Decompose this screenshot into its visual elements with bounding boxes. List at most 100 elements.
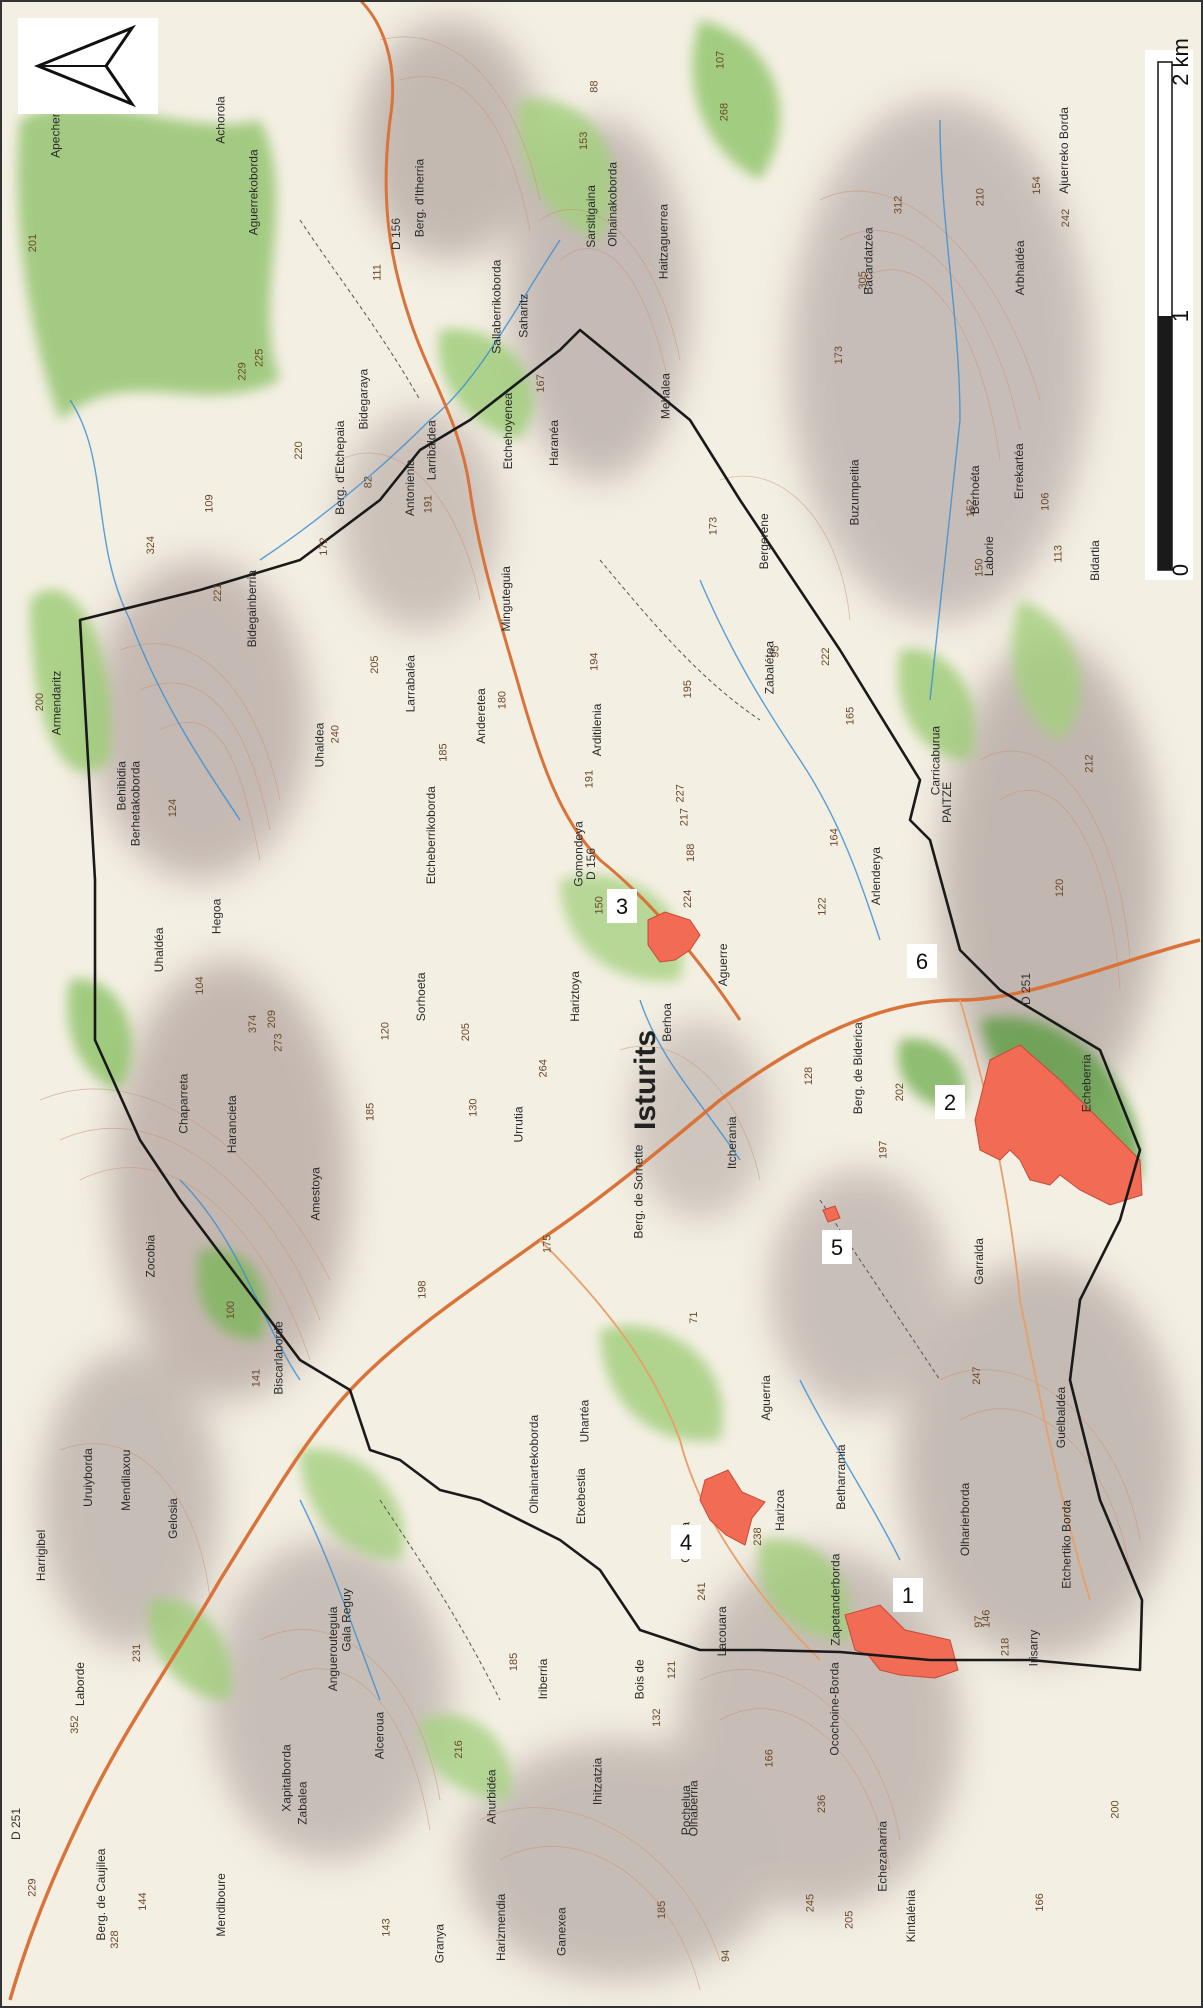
elevation-label: 95 — [770, 646, 782, 658]
elevation-label: 71 — [688, 1311, 700, 1323]
elevation-label: 216 — [453, 1740, 465, 1758]
elevation-label: 352 — [69, 1716, 81, 1734]
place-label: Berhoéta — [968, 465, 982, 514]
place-label: Harancieta — [225, 1095, 239, 1153]
place-label: Iriberria — [536, 1658, 550, 1699]
commune-boundary — [78, 328, 1144, 1672]
elevation-label: 124 — [167, 799, 179, 817]
zone-4-area[interactable] — [699, 1469, 766, 1546]
elevation-label: 130 — [467, 1099, 479, 1117]
svg-text:3: 3 — [616, 894, 628, 919]
place-label: Biscarlaborde — [271, 1321, 285, 1395]
elevation-label: 220 — [293, 441, 305, 459]
place-label: Arbhaldéa — [1013, 240, 1027, 295]
place-label: Mendiboure — [214, 1873, 228, 1937]
place-label: Anguerouteguia — [326, 1606, 340, 1691]
place-label: Chaparreta — [177, 1073, 191, 1133]
road-label: D 251 — [9, 1808, 23, 1840]
elevation-label: 185 — [656, 1901, 668, 1919]
zone-5-area[interactable] — [822, 1205, 841, 1223]
elevation-label: 191 — [584, 770, 596, 788]
elevation-label: 218 — [1000, 1638, 1012, 1656]
place-label: Zocobia — [143, 1234, 157, 1277]
place-label: Urrutia — [512, 1106, 526, 1142]
zone-3-area[interactable] — [647, 911, 701, 963]
forest-areas — [17, 20, 1141, 1800]
place-label: Alceroua — [373, 1712, 387, 1760]
elevation-label: 150 — [974, 559, 986, 577]
place-label: Harizoa — [773, 1489, 787, 1531]
place-label: Berg. de Caujilea — [94, 1848, 108, 1940]
elevation-label: 82 — [362, 476, 374, 488]
place-label: Uruiyborda — [81, 1448, 95, 1507]
road-labels: D 251 D 156 D 251 D 156 — [9, 218, 1033, 1840]
scale-bar-dark-segment — [1158, 316, 1172, 570]
place-label: Laborie — [982, 536, 996, 576]
elevation-label: 227 — [674, 784, 686, 802]
place-label: Mendilaxou — [119, 1450, 133, 1511]
place-label: Buzumpeitia — [847, 459, 861, 525]
elevation-label: 212 — [1084, 754, 1096, 772]
place-label: Pochelua — [679, 1785, 693, 1835]
elevation-label: 247 — [971, 1366, 983, 1384]
streams — [69, 119, 961, 1701]
elevation-label: 245 — [804, 1894, 816, 1912]
elevation-label: 150 — [594, 896, 606, 914]
elevation-label: 225 — [253, 349, 265, 367]
place-label: Errekartéa — [1012, 443, 1026, 499]
place-label: Olhainakoborda — [606, 162, 620, 247]
place-label: Etchertiko Borda — [1059, 1500, 1073, 1589]
track-3 — [819, 1199, 941, 1381]
svg-text:6: 6 — [916, 949, 928, 974]
place-label: Minguteguia — [499, 566, 513, 632]
place-label: Etchehoyenea — [501, 392, 515, 469]
elevation-label: 185 — [438, 743, 450, 761]
place-label: Bois de — [633, 1659, 647, 1699]
zone-2-area[interactable] — [974, 1044, 1143, 1206]
place-label: Haranéa — [547, 420, 561, 466]
svg-text:1: 1 — [902, 1583, 914, 1608]
elevation-label: 222 — [820, 648, 832, 666]
scale-label-0: 0 — [1168, 564, 1193, 576]
place-label: Gala Reguy — [339, 1588, 353, 1651]
place-label: Berhoa — [660, 1003, 674, 1042]
elevation-label: 180 — [497, 691, 509, 709]
place-label: Sarsitigaina — [584, 185, 598, 248]
elevation-label: 324 — [145, 536, 157, 554]
place-label: Achorola — [214, 96, 228, 144]
elevation-label: 165 — [845, 707, 857, 725]
place-label: Bidegainberria — [245, 570, 259, 648]
elevation-label: 164 — [829, 828, 841, 846]
elevation-label: 106 — [1039, 493, 1051, 511]
place-label: Amestoya — [309, 1167, 323, 1221]
elevation-label: 94 — [720, 1950, 732, 1962]
place-label: Granya — [433, 1924, 447, 1964]
zone-label-5: 5 — [822, 1230, 852, 1264]
elevation-label: 111 — [371, 264, 383, 281]
elevation-label: 264 — [537, 1059, 549, 1077]
secondary-road-2 — [539, 1239, 821, 1661]
elevation-label: 132 — [651, 1709, 663, 1727]
elevation-label: 224 — [682, 890, 694, 908]
place-label: Harizmendia — [494, 1893, 508, 1961]
elevation-label: 202 — [894, 1083, 906, 1101]
elevation-label: 209 — [266, 1010, 278, 1028]
place-label: Uhaldea — [312, 722, 326, 767]
place-label: Anderetea — [474, 688, 488, 744]
place-label: Bidartia — [1088, 540, 1102, 581]
elevation-label: 205 — [460, 1023, 472, 1041]
place-label: Antonienia — [403, 459, 417, 516]
place-label: Haitzaguerrea — [657, 204, 671, 280]
elevation-label: 198 — [417, 1280, 429, 1298]
track-1 — [299, 219, 421, 401]
place-label: Armendaritz — [50, 671, 64, 736]
elevation-label: 173 — [833, 346, 845, 364]
north-arrow-icon — [18, 18, 158, 114]
place-label: Zabalétea — [763, 641, 777, 695]
elevation-label: 185 — [508, 1653, 520, 1671]
place-label: Itcherania — [725, 1116, 739, 1169]
place-label: Larrabaléa — [404, 655, 418, 713]
elevation-label: 175 — [541, 1235, 553, 1253]
